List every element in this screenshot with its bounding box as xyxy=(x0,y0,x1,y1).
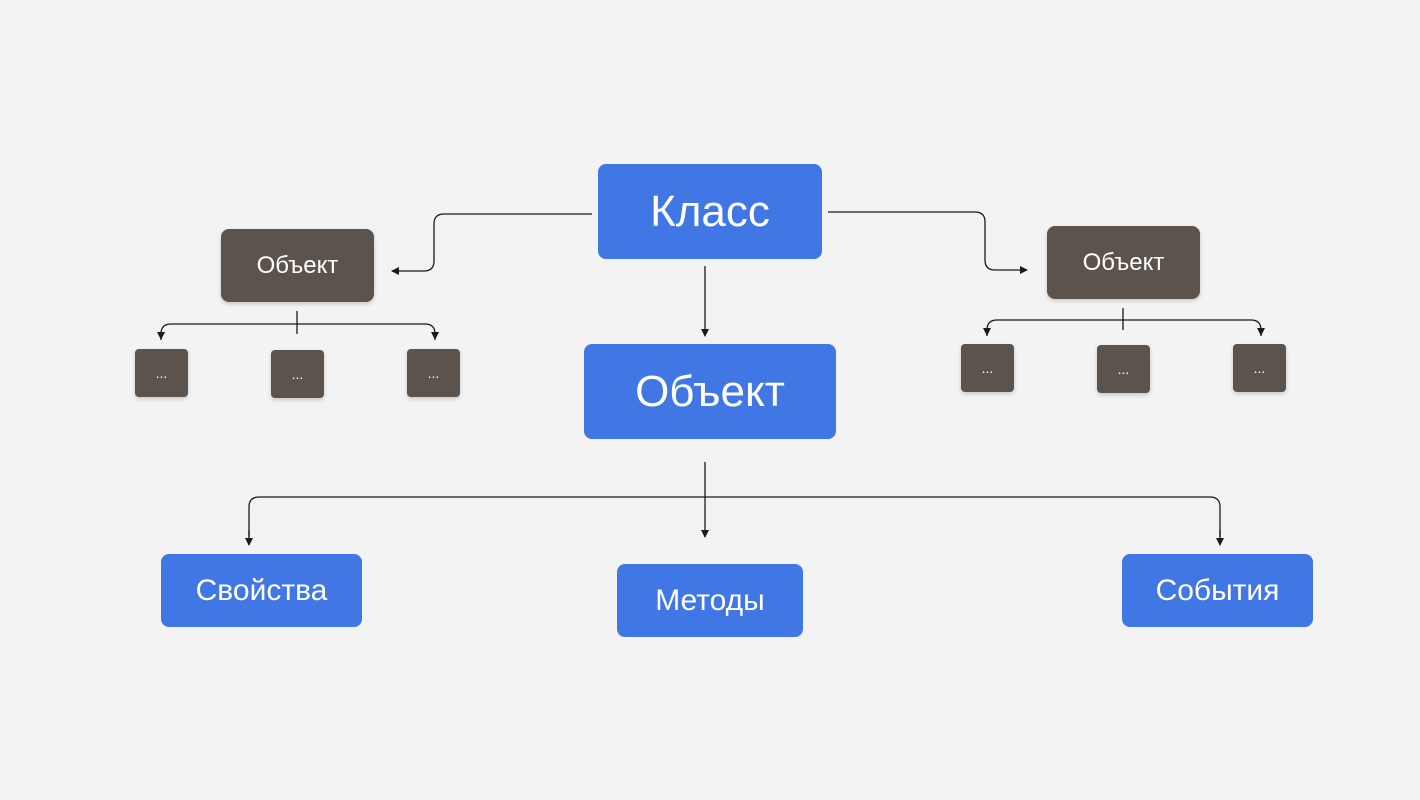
object-right-branch-bar xyxy=(986,319,1262,336)
events-node: События xyxy=(1122,554,1313,627)
class-to-object-right-arrow xyxy=(828,211,1028,274)
object-right-node: Объект xyxy=(1047,226,1200,299)
object-left-child-2: ... xyxy=(271,350,324,398)
object-left-child-3: ... xyxy=(407,349,460,397)
class-to-object-left-arrow xyxy=(391,213,592,275)
class-node: Класс xyxy=(598,164,822,259)
properties-node: Свойства xyxy=(161,554,362,627)
object-left-branch-bar xyxy=(160,323,436,340)
object-right-child-2: ... xyxy=(1097,345,1150,393)
object-main-node: Объект xyxy=(584,344,836,439)
object-left-child-1: ... xyxy=(135,349,188,397)
object-left-node: Объект xyxy=(221,229,374,302)
object-main-branch-bar xyxy=(248,496,1221,537)
object-right-child-3: ... xyxy=(1233,344,1286,392)
object-right-child-1: ... xyxy=(961,344,1014,392)
methods-node: Методы xyxy=(617,564,803,637)
